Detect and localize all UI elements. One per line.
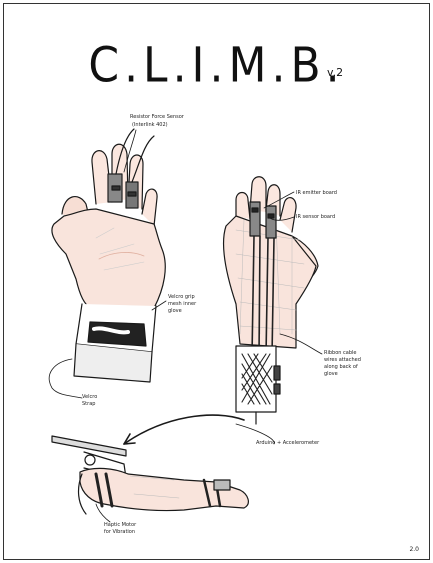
label-ribbon-cable: Ribbon cable wires attached along back o… [324,350,361,378]
page-title: C.L.I.M.B. [4,37,429,93]
label-ir-emitter: IR emitter board [296,190,337,197]
page-number: 2.0 [409,546,419,553]
label-haptic-motor: Haptic Motor for Vibration [104,522,136,536]
version-label: v.2 [327,66,343,79]
label-velcro-strap: Velcro Strap [82,394,97,408]
bottom-hand-drawing [52,436,248,514]
label-palm-grip: Velcro grip mesh inner glove [168,294,196,315]
flow-arrow [124,415,244,444]
left-hand-drawing [52,129,165,382]
label-ir-receiver: IR sensor board [296,214,335,221]
label-force-sensor-sub: (Interlink 402) [132,122,168,129]
label-force-sensor: Resistor Force Sensor [130,114,184,121]
label-accelerometer: Arduino + Accelerometer [256,440,319,447]
sketch-page: C.L.I.M.B. v.2 Resistor Force Sensor (In… [3,3,430,560]
